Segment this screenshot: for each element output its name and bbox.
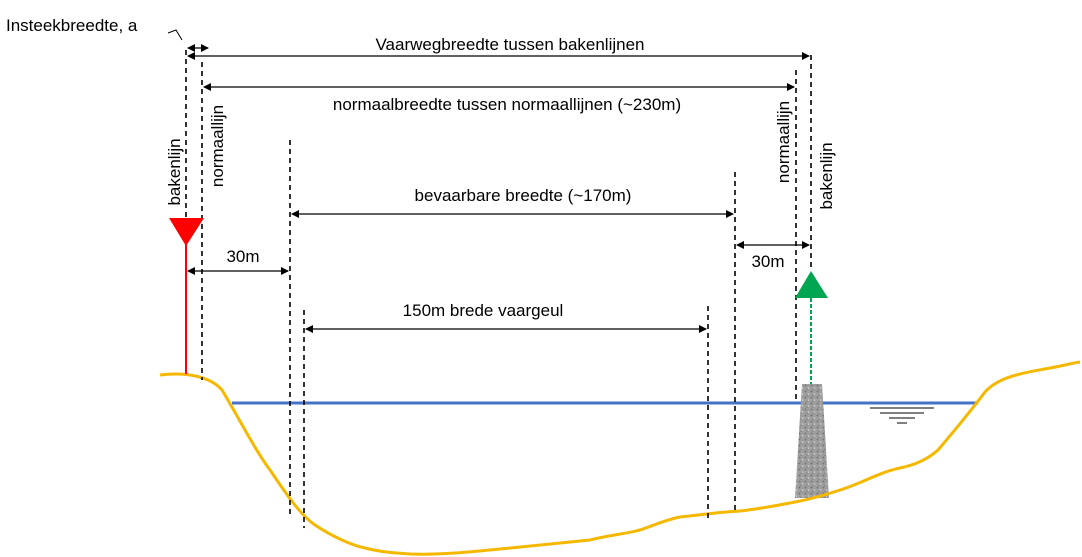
bakenlijn-left-label: bakenlijn bbox=[165, 138, 184, 205]
beacon-pier bbox=[795, 384, 829, 498]
channel-bank-profile bbox=[159, 360, 1081, 556]
insteek-label: Insteekbreedte, a bbox=[6, 16, 138, 35]
green-buoy-icon bbox=[795, 271, 828, 298]
vaargeul-label: 150m brede vaargeul bbox=[403, 301, 564, 320]
red-buoy-icon bbox=[169, 218, 204, 246]
left-30m-label: 30m bbox=[226, 247, 259, 266]
normaallijn-left-label: normaallijn bbox=[208, 105, 227, 187]
bakenlijn-right-label: bakenlijn bbox=[817, 142, 836, 209]
vaarweg-label: Vaarwegbreedte tussen bakenlijnen bbox=[375, 35, 644, 54]
normaalbreedte-label: normaalbreedte tussen normaallijnen (~23… bbox=[333, 95, 681, 114]
water-level-icon bbox=[870, 407, 934, 424]
bevaarbaar-label: bevaarbare breedte (~170m) bbox=[415, 186, 632, 205]
right-30m-label: 30m bbox=[751, 252, 784, 271]
insteek-pointer bbox=[167, 29, 183, 41]
dashed-verticals bbox=[185, 50, 812, 528]
normaallijn-right-label: normaallijn bbox=[774, 101, 793, 183]
